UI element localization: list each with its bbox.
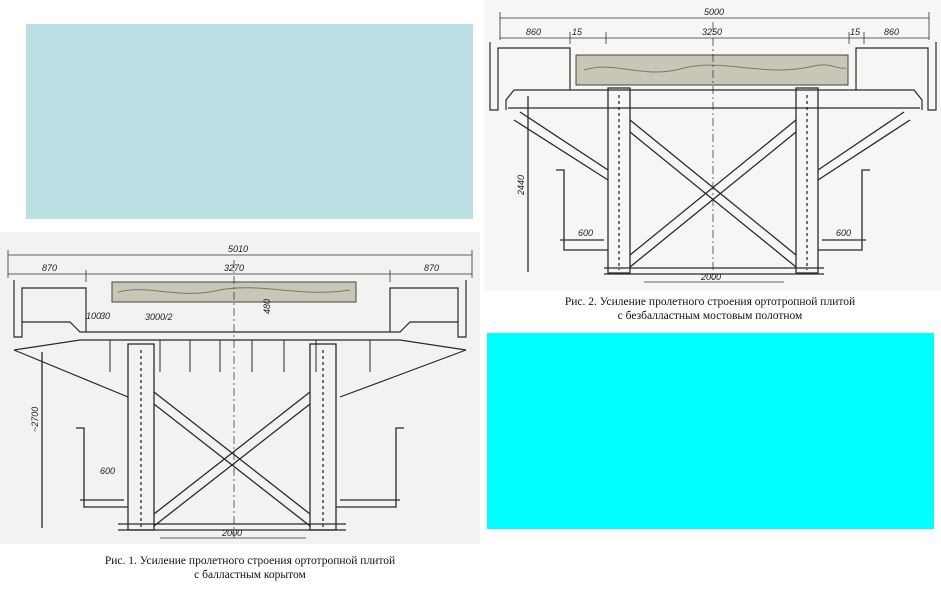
fig2-caption: Рис. 2. Усиление пролетного строения орт… (500, 295, 920, 323)
fig2-dim-shelf-right: 600 (836, 228, 851, 238)
fig1-dim-left: 870 (42, 263, 57, 273)
fig2-dim-right: 860 (884, 27, 899, 37)
fig1-dim-base: 2000 (221, 528, 242, 538)
fig1-dim-height: ~2700 (30, 407, 40, 432)
fig2-dim-height: 2440 (516, 175, 526, 196)
figure-1-drawing: 5010 870 3270 870 3000/2 480 100 30 (0, 232, 480, 544)
fig1-dim-depth: 480 (262, 299, 272, 314)
fig2-dim-left-gap: 15 (572, 27, 583, 37)
fig1-caption-line2: с балластным корытом (194, 569, 306, 581)
cyan-block (487, 333, 934, 529)
fig2-dim-left: 860 (526, 27, 541, 37)
fig1-dim-gap-b: 30 (100, 311, 110, 321)
fig1-dim-overall: 5010 (228, 244, 248, 254)
fig1-caption: Рис. 1. Усиление пролетного строения орт… (40, 554, 460, 582)
fig2-caption-line1: Рис. 2. Усиление пролетного строения орт… (564, 296, 856, 308)
fig2-dim-shelf-left: 600 (578, 228, 593, 238)
fig1-dim-gap-a: 100 (86, 311, 101, 321)
fig2-caption-line2: с безбалластным мостовым полотном (617, 310, 803, 322)
figure-2-drawing: 5000 860 15 3250 15 860 (484, 0, 941, 290)
fig1-caption-line1: Рис. 1. Усиление пролетного строения орт… (104, 555, 396, 567)
fig1-dim-right: 870 (424, 263, 439, 273)
fig1-dim-shelf: 600 (100, 466, 115, 476)
fig2-dim-center: 3250 (702, 27, 722, 37)
fig2-dim-base: 2000 (700, 272, 721, 282)
light-teal-block (26, 24, 473, 219)
fig2-dim-overall: 5000 (704, 7, 724, 17)
fig1-dim-half-span: 3000/2 (145, 312, 173, 322)
fig2-dim-right-gap: 15 (850, 27, 861, 37)
